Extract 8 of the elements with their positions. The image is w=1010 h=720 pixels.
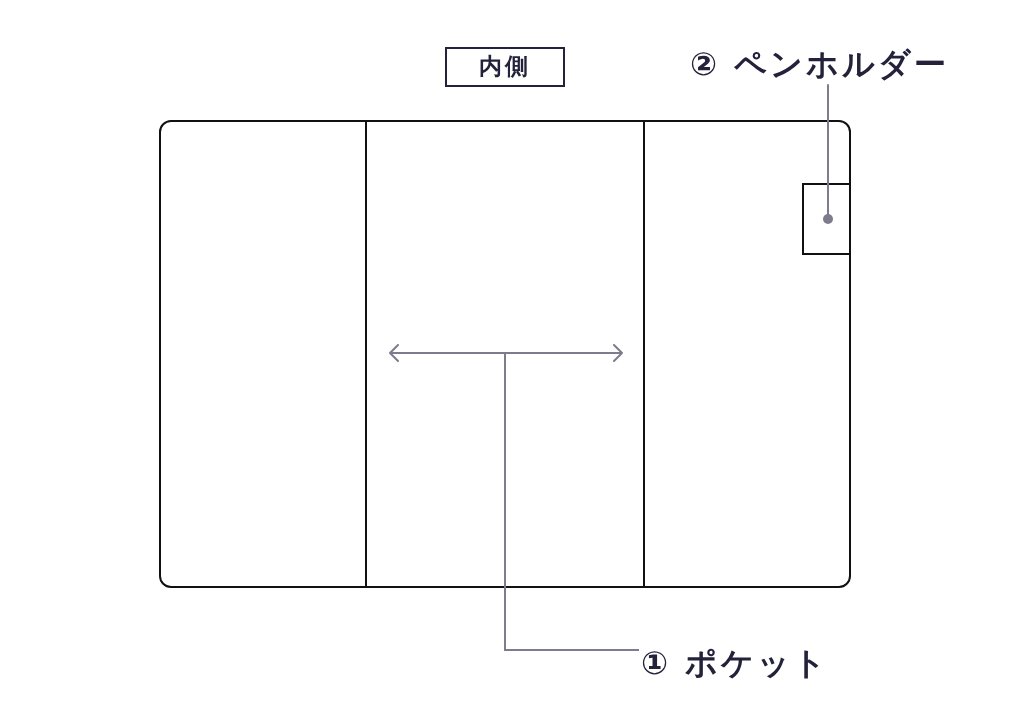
leader-line [823,83,833,224]
leader-line [504,352,640,651]
pen-holder [802,183,849,255]
double-headed-arrow [388,343,624,363]
notebook-cover [159,120,851,588]
callout-label: ① ポケット [641,646,830,682]
callout-label: ② ペンホルダー [690,47,950,83]
section-label: 内側 [445,47,565,87]
